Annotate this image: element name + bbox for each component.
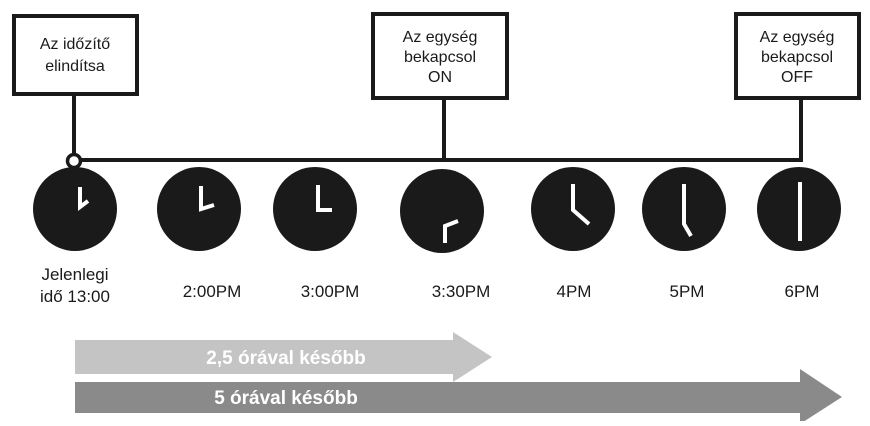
box-start-timer-line-1: Az időzítő: [40, 36, 110, 53]
clock-icon: [33, 167, 117, 251]
arrow-5-hours-label: 5 órával később: [214, 388, 358, 409]
time-label-1800: 6PM: [785, 282, 820, 301]
clock-1300: [33, 167, 117, 251]
time-label-1300-line-1: Jelenlegi: [41, 265, 108, 284]
arrow-2-5-hours-label: 2,5 órával később: [206, 348, 365, 369]
box-unit-off-frame: [734, 12, 861, 100]
clock-1700: [642, 167, 726, 251]
box-unit-on: Az egység bekapcsol ON: [371, 12, 509, 100]
box-unit-off: Az egység bekapcsol OFF: [734, 12, 861, 100]
clock-hands: [571, 184, 591, 226]
clock-icon: [400, 169, 484, 253]
box-unit-on-line-1: Az egység: [403, 29, 478, 46]
clock-hands: [316, 185, 332, 212]
box-unit-off-line-1: Az egység: [760, 29, 835, 46]
time-label-1530: 3:30PM: [432, 282, 491, 301]
clock-1600: [531, 167, 615, 251]
box-unit-on-line-3: ON: [428, 69, 452, 86]
clock-1530: [400, 169, 484, 253]
clock-hands: [443, 219, 459, 243]
box-start-timer: Az időzítő elindítsa: [12, 14, 139, 96]
clock-1400: [157, 167, 241, 251]
time-label-1600: 4PM: [557, 282, 592, 301]
clock-icon: [273, 167, 357, 251]
arrow-5-hours-shape: [75, 369, 842, 424]
time-label-1400: 2:00PM: [183, 282, 242, 301]
box-start-timer-frame: [12, 14, 139, 96]
box-unit-off-line-2: bekapcsol: [761, 49, 833, 66]
time-label-1500: 3:00PM: [301, 282, 360, 301]
arrow-5-hours: 5 órával később: [75, 369, 842, 424]
time-label-1700: 5PM: [670, 282, 705, 301]
arrow-2-5-hours: 2,5 órával később: [75, 332, 492, 382]
clock-1500: [273, 167, 357, 251]
box-start-timer-line-2: elindítsa: [45, 58, 105, 75]
clock-hands: [199, 186, 215, 212]
timeline-start-marker: [65, 152, 83, 170]
clock-hands: [78, 187, 90, 211]
time-label-1300-line-2: idő 13:00: [40, 287, 110, 306]
box-unit-on-frame: [371, 12, 509, 100]
clock-hands: [682, 184, 693, 238]
box-unit-on-line-2: bekapcsol: [404, 49, 476, 66]
clock-1800: [757, 167, 841, 251]
arrow-2-5-hours-shape: [75, 332, 492, 382]
box-unit-off-line-3: OFF: [781, 69, 813, 86]
